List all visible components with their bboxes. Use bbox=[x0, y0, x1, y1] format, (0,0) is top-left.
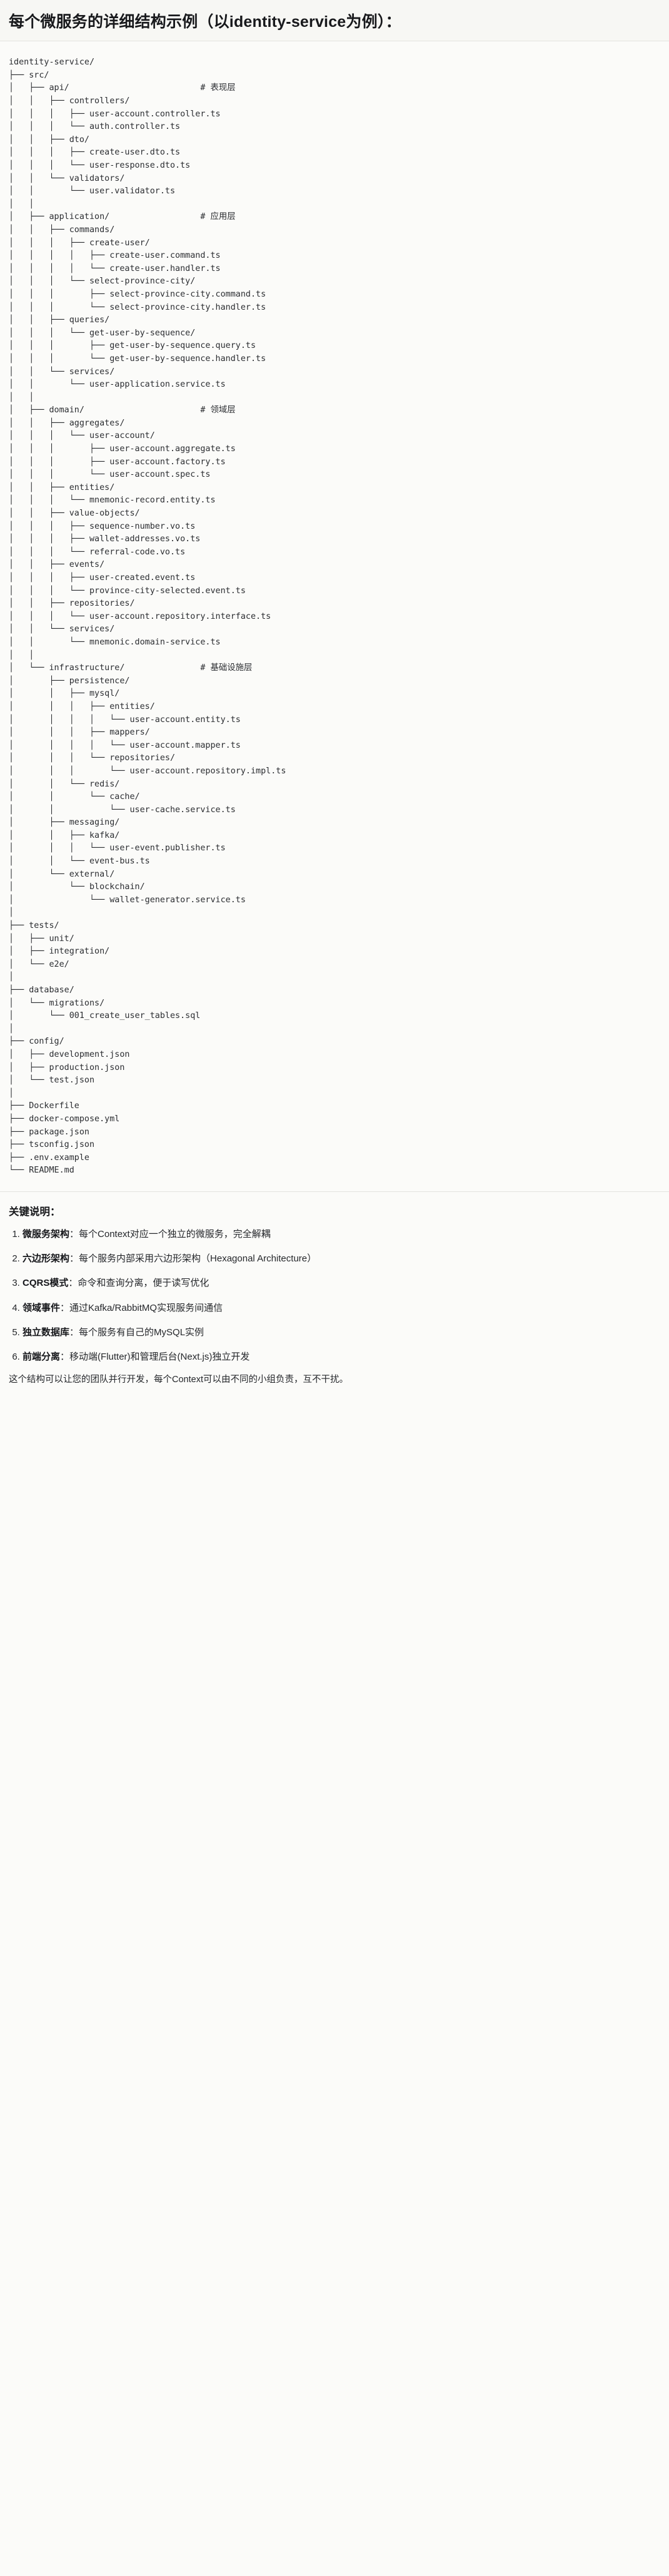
note-description: 通过Kafka/RabbitMQ实现服务间通信 bbox=[69, 1302, 223, 1313]
directory-tree: identity-service/ ├── src/ │ ├── api/ # … bbox=[9, 58, 286, 1176]
list-item: 前端分离：移动端(Flutter)和管理后台(Next.js)独立开发 bbox=[23, 1350, 660, 1364]
note-separator: ： bbox=[60, 1352, 70, 1363]
document-page: 每个微服务的详细结构示例（以identity-service为例）： ident… bbox=[0, 0, 669, 1399]
note-term: 微服务架构 bbox=[23, 1228, 70, 1240]
note-separator: ： bbox=[69, 1326, 79, 1338]
directory-tree-block: identity-service/ ├── src/ │ ├── api/ # … bbox=[0, 41, 669, 1191]
note-description: 命令和查询分离，便于读写优化 bbox=[78, 1278, 209, 1289]
divider-bottom bbox=[0, 1191, 669, 1192]
list-item: 微服务架构：每个Context对应一个独立的微服务，完全解耦 bbox=[23, 1227, 660, 1241]
note-term: 独立数据库 bbox=[23, 1326, 70, 1338]
key-notes-list: 微服务架构：每个Context对应一个独立的微服务，完全解耦 六边形架构：每个服… bbox=[9, 1227, 660, 1365]
key-notes-title: 关键说明： bbox=[9, 1206, 61, 1218]
note-term: 六边形架构 bbox=[23, 1253, 70, 1265]
key-notes-section: 关键说明： 微服务架构：每个Context对应一个独立的微服务，完全解耦 六边形… bbox=[0, 1191, 669, 1399]
note-term: CQRS模式 bbox=[23, 1278, 69, 1289]
note-description: 每个服务有自己的MySQL实例 bbox=[79, 1326, 204, 1338]
header-band: 每个微服务的详细结构示例（以identity-service为例）： bbox=[0, 0, 669, 41]
page-title: 每个微服务的详细结构示例（以identity-service为例）： bbox=[9, 13, 401, 31]
note-description: 移动端(Flutter)和管理后台(Next.js)独立开发 bbox=[69, 1352, 250, 1363]
note-separator: ： bbox=[68, 1278, 78, 1289]
list-item: CQRS模式：命令和查询分离，便于读写优化 bbox=[23, 1276, 660, 1290]
note-term: 前端分离 bbox=[23, 1352, 61, 1363]
list-item: 六边形架构：每个服务内部采用六边形架构（Hexagonal Architectu… bbox=[23, 1251, 660, 1266]
note-description: 每个服务内部采用六边形架构（Hexagonal Architecture） bbox=[79, 1253, 317, 1265]
closing-paragraph: 这个结构可以让您的团队并行开发，每个Context可以由不同的小组负责，互不干扰… bbox=[9, 1375, 348, 1385]
note-separator: ： bbox=[69, 1228, 79, 1240]
list-item: 领域事件：通过Kafka/RabbitMQ实现服务间通信 bbox=[23, 1301, 660, 1315]
list-item: 独立数据库：每个服务有自己的MySQL实例 bbox=[23, 1325, 660, 1340]
note-description: 每个Context对应一个独立的微服务，完全解耦 bbox=[79, 1228, 271, 1240]
note-term: 领域事件 bbox=[23, 1302, 61, 1313]
note-separator: ： bbox=[60, 1302, 70, 1313]
note-separator: ： bbox=[69, 1253, 79, 1265]
